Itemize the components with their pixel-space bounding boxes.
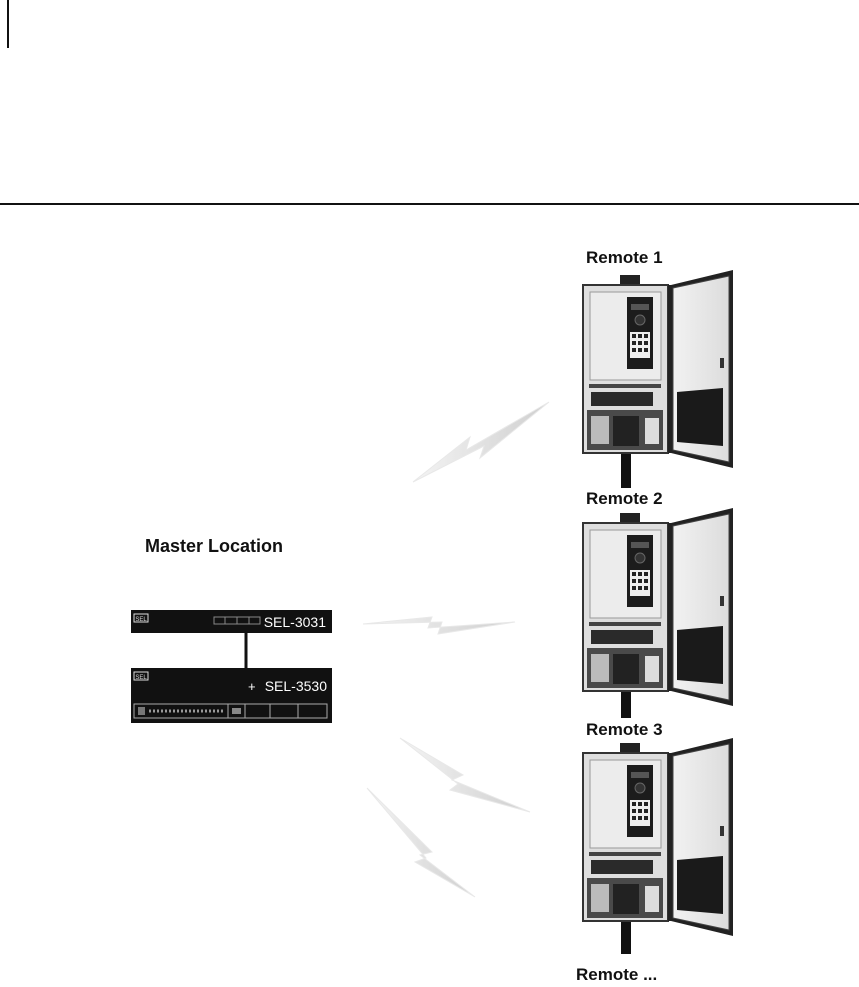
sel-3530-device: SEL + SEL-3530 [131, 668, 332, 723]
sel-3530-model: SEL-3530 [265, 678, 327, 694]
wireless-bolt-icon [367, 788, 475, 897]
sel-3031-device: SEL SEL-3031 [131, 610, 332, 633]
sel-3031-model: SEL-3031 [264, 614, 326, 630]
sel-logo-top: SEL [135, 617, 147, 623]
wireless-bolt-icon [413, 402, 549, 482]
remote-cabinet-1 [583, 270, 733, 488]
remote-cabinet-2 [583, 508, 733, 718]
plus-icon: + [248, 679, 256, 694]
wireless-bolt-icon [363, 617, 515, 634]
wireless-bolt-icon [400, 738, 530, 812]
remote-cabinet-3 [583, 738, 733, 954]
sel-logo-bottom: SEL [135, 675, 147, 681]
